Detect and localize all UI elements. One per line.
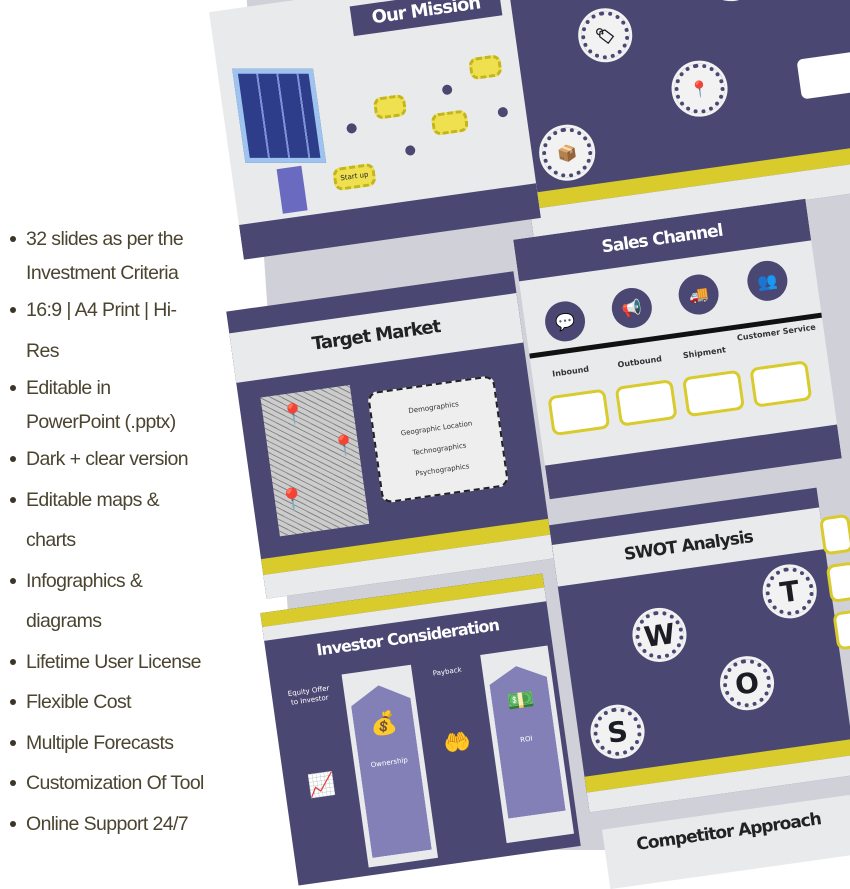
feature-item: Editable maps & charts (8, 480, 208, 561)
hand-coin-icon: 🤲 (441, 729, 473, 758)
channel-label: Shipment (682, 345, 727, 361)
swot-letter-t: T (759, 560, 821, 622)
feature-item: Customization Of Tool (8, 763, 208, 804)
feature-item: Multiple Forecasts (8, 723, 208, 764)
solar-panel-icon (232, 68, 327, 163)
swot-letter-o: O (716, 652, 778, 714)
slide-target-market: Target Market 📍 📍 📍 Demographics Geograp… (226, 271, 554, 599)
city-map (260, 385, 370, 537)
feature-item: Editable in PowerPoint (.pptx) (8, 371, 208, 439)
feature-item: 32 slides as per the Investment Criteria (8, 222, 208, 290)
chat-icon: 💬 (542, 298, 588, 344)
people-icon: 👥 (744, 258, 790, 304)
solar-stand (276, 165, 308, 214)
panel-label: Equity Offer to Investor (287, 684, 330, 707)
tag-icon: 🏷 (574, 4, 636, 66)
boxes-icon: 📦 (535, 121, 599, 185)
timeline-label: Start up (332, 162, 378, 192)
chart-growth-icon: 📈 (306, 771, 338, 801)
map-pin-icon: 📍 (279, 400, 308, 428)
feature-list: 32 slides as per the Investment Criteria… (8, 222, 208, 844)
megaphone-icon: 📢 (609, 285, 655, 331)
panel-label: Payback (432, 665, 463, 678)
map-pin-icon: 📍 (330, 431, 359, 460)
map-pin-icon: 📍 (277, 486, 309, 515)
feature-item: 16:9 | A4 Print | Hi-Res (8, 290, 208, 371)
location-icon: 📍 (667, 57, 732, 121)
feature-item: Online Support 24/7 (8, 804, 208, 845)
slide-title: Our Mission (349, 0, 503, 37)
swot-letter-s: S (587, 701, 649, 763)
slide-investor: Investor Consideration Equity Offer to I… (260, 573, 581, 886)
channel-label: Outbound (617, 354, 663, 370)
slide-sales-channel: Sales Channel 💬 📢 🚚 👥 Inbound Outbound S… (513, 198, 842, 500)
channel-label: Inbound (551, 364, 590, 379)
feature-item: Dark + clear version (8, 439, 208, 480)
truck-icon: 🚚 (676, 271, 722, 318)
feature-item: Infographics & diagrams (8, 561, 208, 642)
feature-item: Flexible Cost (8, 682, 208, 723)
slide-mission: Our Mission Start up (209, 0, 541, 260)
feature-item: Lifetime User License (8, 642, 208, 683)
segments-box: Demographics Geographic Location Technog… (366, 374, 510, 504)
slide-swot: SWOT Analysis S W O T (549, 487, 850, 813)
swot-letter-w: W (628, 604, 690, 666)
